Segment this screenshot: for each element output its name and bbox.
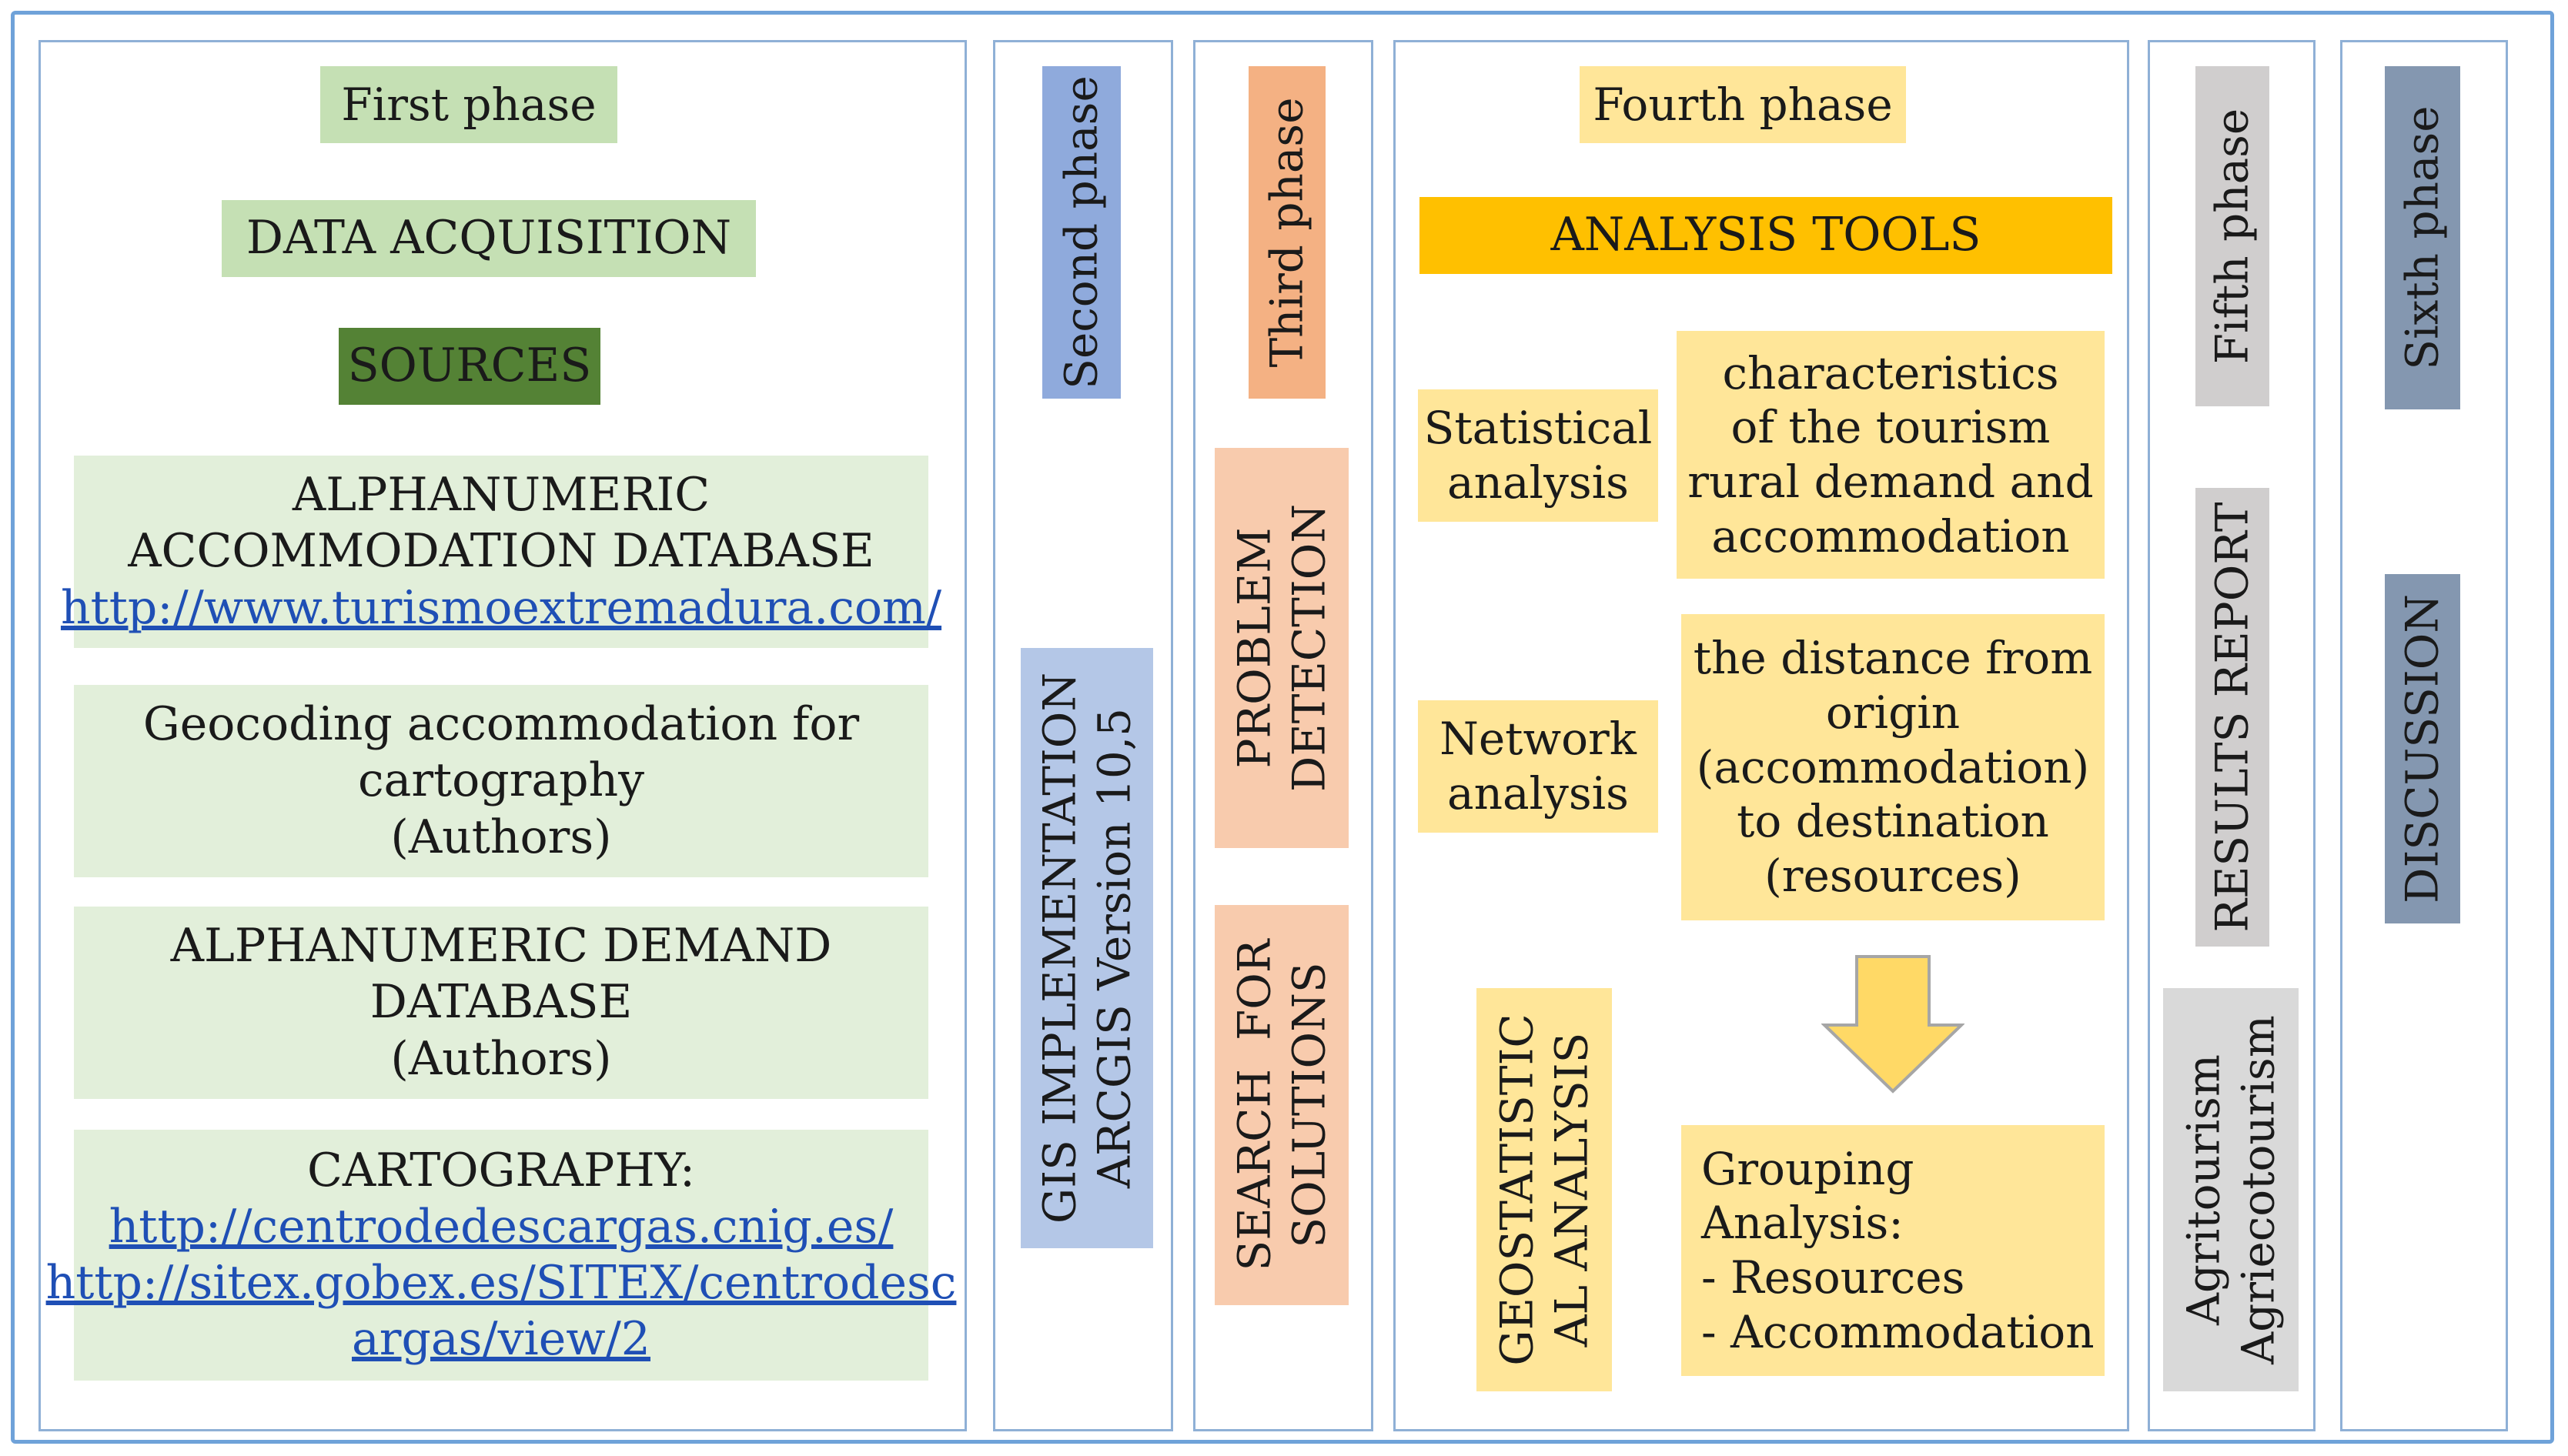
cartography-line1: CARTOGRAPHY:	[306, 1143, 696, 1197]
data-acquisition-text: DATA ACQUISITION	[246, 211, 732, 265]
statistical-line1: Statistical	[1423, 402, 1653, 455]
search-solutions-line1: SEARCH FOR	[1228, 939, 1281, 1271]
sitex-link-part1[interactable]: http://sitex.gobex.es/SITEX/centrodesc	[45, 1256, 957, 1310]
gis-implementation-line1: GIS IMPLEMENTATION	[1033, 672, 1086, 1224]
turismo-extremadura-link[interactable]: http://www.turismoextremadura.com/	[60, 580, 942, 635]
gis-implementation-box: GIS IMPLEMENTATION ARCGIS Version 10,5	[1021, 648, 1153, 1248]
geocoding-box: Geocoding accommodation for cartography …	[74, 685, 928, 877]
grouping-analysis-box: Grouping Analysis: - Resources - Accommo…	[1681, 1125, 2105, 1376]
grouping-line4: - Accommodation	[1701, 1305, 2095, 1358]
results-report-text: RESULTS REPORT	[2205, 502, 2259, 933]
down-arrow-svg	[1821, 955, 1965, 1094]
accommodation-database-line1: ALPHANUMERIC	[292, 468, 711, 523]
down-arrow-icon	[1821, 954, 1965, 1094]
problem-detection-line2: DETECTION	[1282, 503, 1335, 793]
fifth-phase-text: Fifth phase	[2205, 108, 2259, 365]
agritourism-text: Agritourism Agriecotourism	[2176, 1015, 2285, 1364]
sources-text: SOURCES	[347, 339, 592, 393]
demand-database-line2: DATABASE	[369, 975, 633, 1030]
network-line1: Network	[1439, 713, 1637, 766]
demand-database-line3: (Authors)	[390, 1031, 612, 1086]
distance-line5: (resources)	[1764, 850, 2021, 903]
network-analysis-box: Network analysis	[1418, 700, 1658, 833]
characteristics-line2: of the tourism	[1730, 401, 2051, 454]
gis-implementation-text: GIS IMPLEMENTATION ARCGIS Version 10,5	[1032, 673, 1142, 1224]
results-report-box: RESULTS REPORT	[2195, 488, 2269, 947]
agritourism-box: Agritourism Agriecotourism	[2163, 988, 2299, 1391]
grouping-line2: Analysis:	[1701, 1197, 1904, 1250]
problem-detection-text: PROBLEM DETECTION	[1227, 504, 1336, 792]
demand-database-line1: ALPHANUMERIC DEMAND	[170, 919, 832, 973]
data-acquisition-label: DATA ACQUISITION	[222, 200, 756, 277]
third-phase-label: Third phase	[1249, 66, 1326, 399]
distance-line2: origin	[1825, 686, 1961, 739]
first-phase-label: First phase	[320, 66, 617, 143]
geostatistical-text: GEOSTATISTIC AL ANALYSIS	[1490, 1014, 1599, 1366]
search-solutions-box: SEARCH FOR SOLUTIONS	[1215, 905, 1349, 1305]
sixth-phase-label: Sixth phase	[2385, 66, 2460, 409]
accommodation-database-line2: ACCOMMODATION DATABASE	[128, 524, 874, 579]
fifth-phase-label: Fifth phase	[2195, 66, 2269, 406]
third-phase-text: Third phase	[1260, 97, 1313, 368]
distance-line3: (accommodation)	[1696, 740, 2090, 793]
geocoding-line2: cartography	[357, 753, 645, 808]
characteristics-box: characteristics of the tourism rural dem…	[1677, 331, 2105, 579]
demand-database-box: ALPHANUMERIC DEMAND DATABASE (Authors)	[74, 907, 928, 1099]
agritourism-line1: Agritourism	[2177, 1054, 2230, 1325]
statistical-line2: analysis	[1447, 456, 1629, 509]
first-phase-text: First phase	[341, 78, 597, 131]
cartography-box: CARTOGRAPHY: http://centrodedescargas.cn…	[46, 1130, 956, 1381]
analysis-tools-label: ANALYSIS TOOLS	[1419, 197, 2112, 274]
geocoding-line3: (Authors)	[390, 810, 612, 864]
cnig-link[interactable]: http://centrodedescargas.cnig.es/	[109, 1199, 894, 1254]
sixth-phase-text: Sixth phase	[2396, 105, 2449, 370]
discussion-text: DISCUSSION	[2396, 593, 2449, 904]
characteristics-line3: rural demand and	[1687, 456, 2094, 508]
fourth-phase-label: Fourth phase	[1580, 66, 1906, 143]
distance-box: the distance from origin (accommodation)…	[1681, 614, 2105, 920]
problem-detection-line1: PROBLEM	[1228, 527, 1281, 769]
sources-label: SOURCES	[339, 328, 600, 405]
grouping-line3: - Resources	[1701, 1251, 1965, 1304]
sitex-link-part2[interactable]: argas/view/2	[352, 1312, 650, 1367]
analysis-tools-text: ANALYSIS TOOLS	[1550, 208, 1981, 262]
problem-detection-box: PROBLEM DETECTION	[1215, 448, 1349, 848]
search-solutions-text: SEARCH FOR SOLUTIONS	[1227, 940, 1336, 1271]
statistical-analysis-box: Statistical analysis	[1418, 389, 1658, 522]
agritourism-line2: Agriecotourism	[2232, 1015, 2284, 1364]
distance-line4: to destination	[1737, 795, 2049, 848]
geostatistical-line1: GEOSTATISTIC	[1490, 1014, 1543, 1366]
search-solutions-line2: SOLUTIONS	[1282, 962, 1335, 1248]
geostatistical-line2: AL ANALYSIS	[1545, 1032, 1597, 1347]
outer-frame	[11, 11, 2554, 1444]
characteristics-line4: accommodation	[1711, 509, 2070, 563]
accommodation-database-box: ALPHANUMERIC ACCOMMODATION DATABASE http…	[61, 456, 941, 648]
gis-implementation-line2: ARCGIS Version 10,5	[1088, 707, 1140, 1189]
geocoding-line1: Geocoding accommodation for	[142, 697, 860, 752]
grouping-line1: Grouping	[1701, 1142, 1914, 1195]
fourth-phase-text: Fourth phase	[1593, 78, 1893, 131]
characteristics-line1: characteristics	[1722, 346, 2059, 399]
geostatistical-analysis-box: GEOSTATISTIC AL ANALYSIS	[1476, 988, 1612, 1391]
discussion-box: DISCUSSION	[2385, 574, 2460, 923]
second-phase-text: Second phase	[1055, 75, 1108, 389]
second-phase-label: Second phase	[1042, 66, 1121, 399]
distance-line1: the distance from	[1693, 632, 2093, 685]
network-line2: analysis	[1447, 767, 1629, 820]
